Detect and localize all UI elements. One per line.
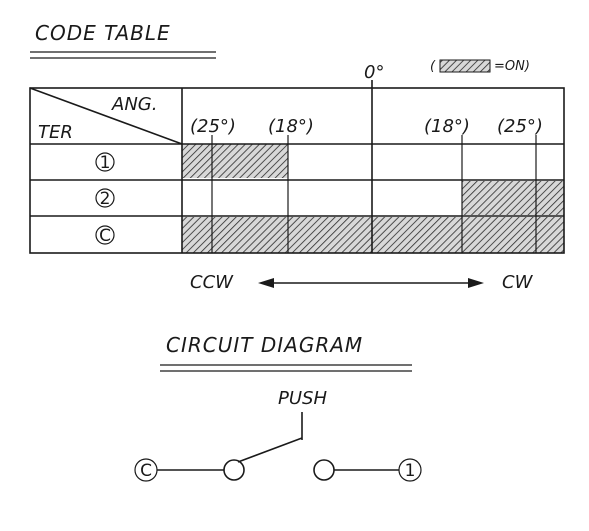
table-border	[29, 87, 565, 254]
cw-label: CW	[502, 272, 534, 293]
terminal-2-label: 2	[100, 189, 111, 209]
terminal-c-node: C	[134, 458, 158, 482]
code-table-grid	[29, 80, 565, 254]
rotation-arrow	[258, 278, 484, 288]
header-angle-label: ANG.	[111, 94, 157, 115]
row1-on-segment	[182, 144, 288, 178]
header-diagonal	[29, 87, 183, 145]
code-table-title: CODE TABLE	[35, 21, 171, 45]
header-terminal-label: TER	[38, 122, 73, 143]
angle-label-cw-25: (25°)	[497, 116, 543, 137]
legend: ( =ON)	[430, 59, 530, 74]
switch-contact-left	[223, 459, 245, 481]
angle-label-ccw-18: (18°)	[268, 116, 314, 137]
angle-label-cw-18: (18°)	[424, 116, 470, 137]
terminal-1-label: 1	[100, 153, 111, 173]
push-label: PUSH	[278, 388, 327, 409]
terminal-c-label: C	[99, 226, 111, 246]
legend-open-paren: (	[430, 59, 436, 74]
zero-angle-label: 0°	[364, 62, 384, 83]
ccw-label: CCW	[190, 272, 234, 293]
switch-blade	[237, 437, 303, 463]
legend-hatch-swatch	[439, 59, 491, 73]
switch-contact-right	[313, 459, 335, 481]
angle-label-ccw-25: (25°)	[190, 116, 236, 137]
circuit-terminal-c-label: C	[140, 461, 152, 481]
circuit-terminal-1-label: 1	[405, 461, 416, 481]
circuit-diagram-title: CIRCUIT DIAGRAM	[166, 333, 363, 357]
terminal-1-marker: 1	[95, 152, 115, 173]
row2-on-segment	[462, 181, 564, 215]
terminal-1-node: 1	[398, 458, 422, 482]
rowC-on-segment	[182, 217, 564, 253]
legend-text: =ON)	[494, 59, 530, 74]
terminal-c-marker: C	[95, 225, 115, 246]
terminal-2-marker: 2	[95, 188, 115, 209]
